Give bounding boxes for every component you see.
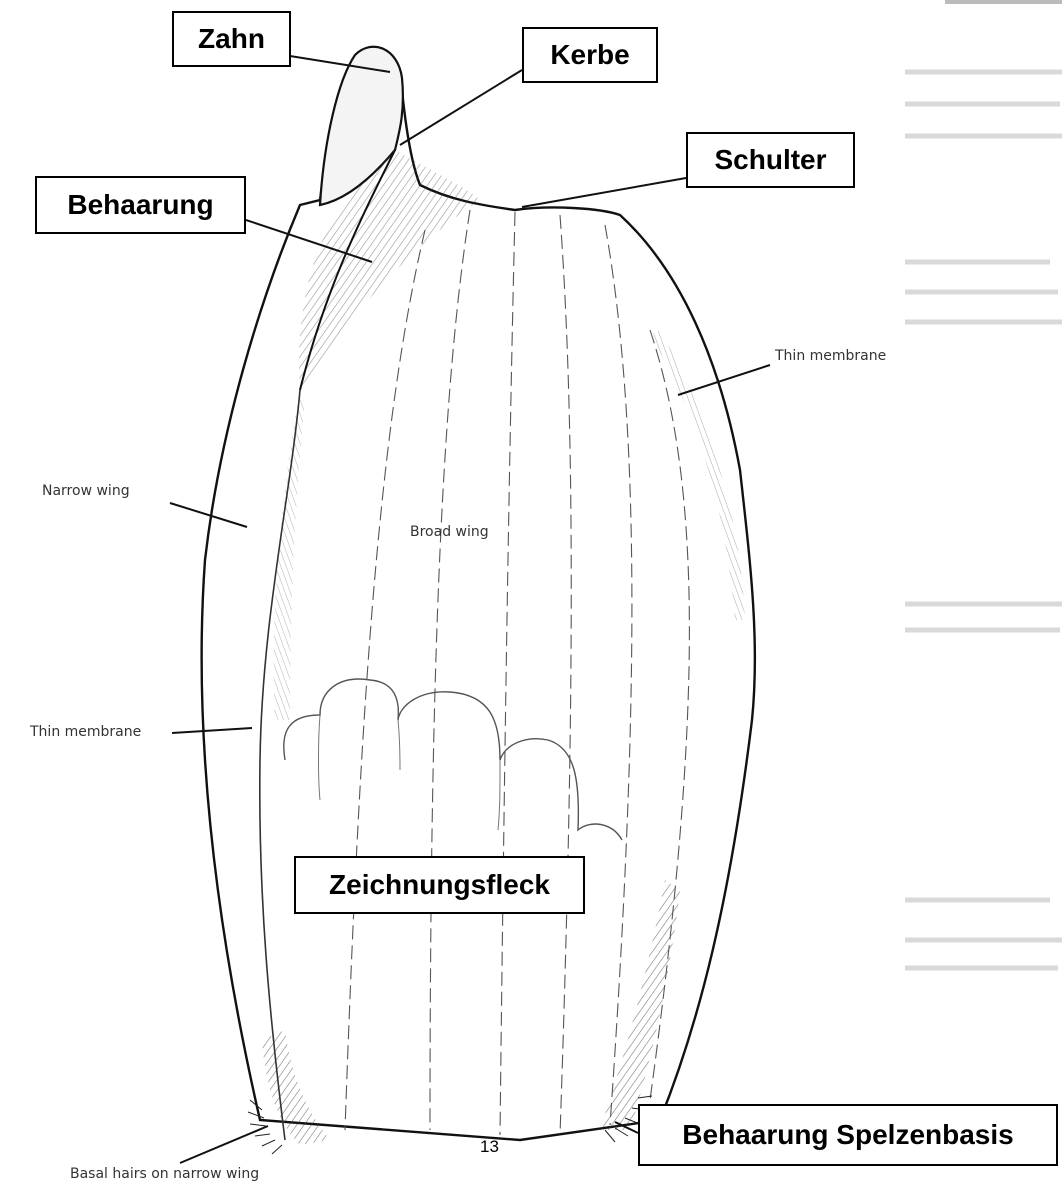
leader-schulter <box>522 178 686 207</box>
annotation-narrow-wing: Narrow wing <box>42 483 130 499</box>
label-behaarung-spelzenbasis: Behaarung Spelzenbasis <box>638 1104 1058 1166</box>
annotation-thin-membrane-left: Thin membrane <box>30 724 141 740</box>
annotation-broad-wing: Broad wing <box>410 524 489 540</box>
top-rule <box>945 0 1062 4</box>
label-schulter: Schulter <box>686 132 855 188</box>
label-behaarung: Behaarung <box>35 176 246 234</box>
label-zahn: Zahn <box>172 11 291 67</box>
annotation-basal-hairs: Basal hairs on narrow wing <box>70 1166 259 1182</box>
label-kerbe: Kerbe <box>522 27 658 83</box>
page-number: 13 <box>480 1137 499 1157</box>
background-text-lines <box>905 72 1062 968</box>
label-zeichnungsfleck: Zeichnungsfleck <box>294 856 585 914</box>
leader-basal-hairs <box>180 1126 268 1163</box>
annotation-thin-membrane-right: Thin membrane <box>775 348 886 364</box>
leader-kerbe <box>400 70 522 145</box>
